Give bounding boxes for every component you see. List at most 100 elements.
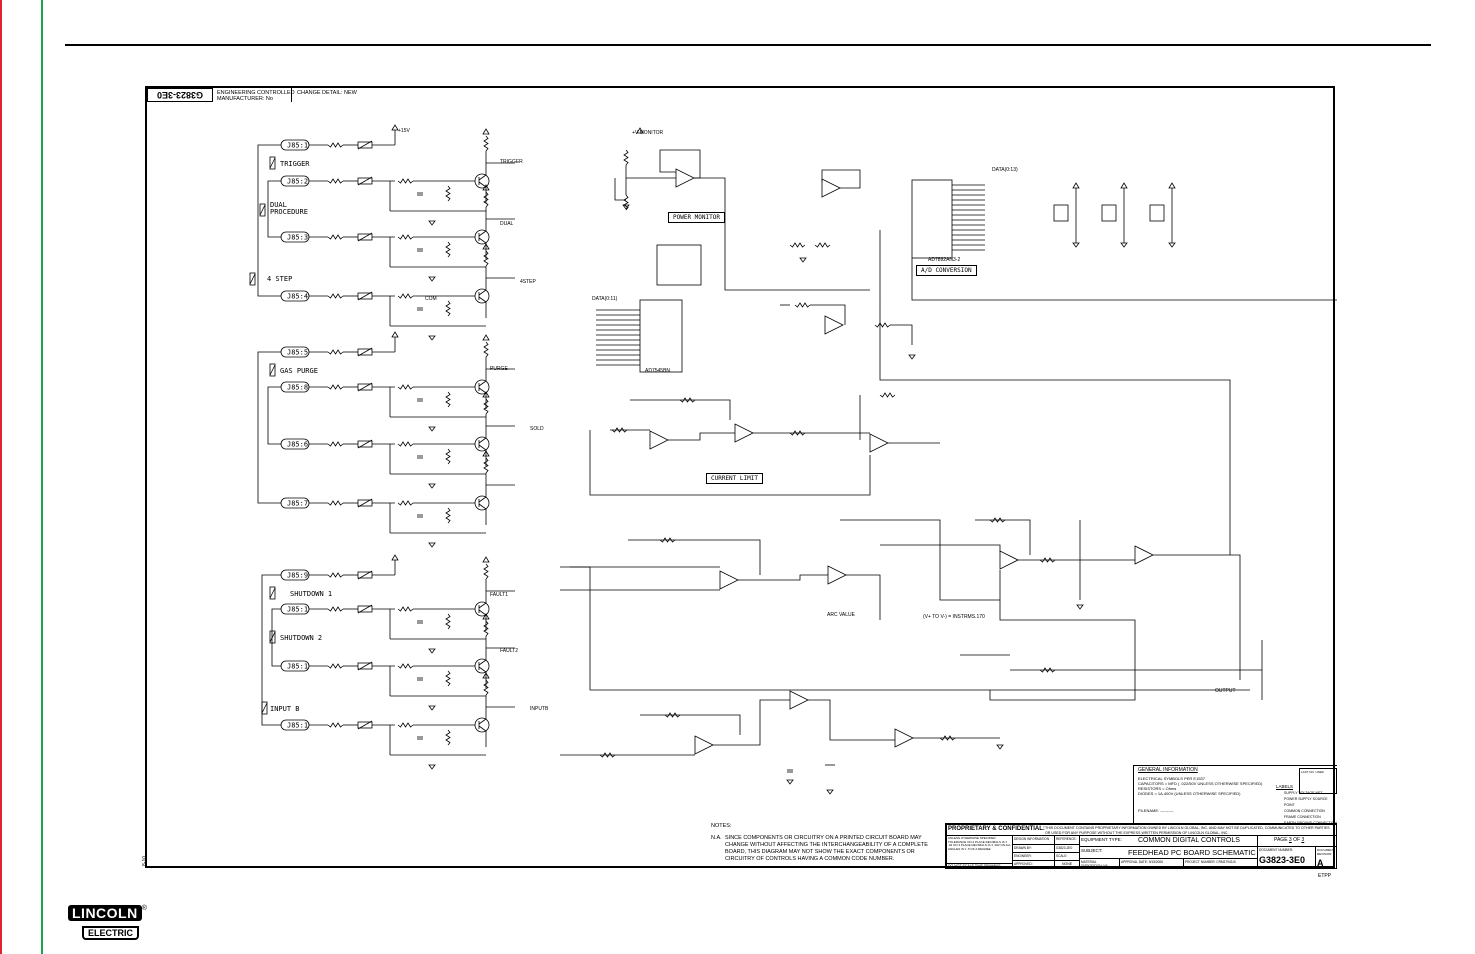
wire <box>614 178 626 201</box>
resistor-icon <box>397 178 414 184</box>
resistor-icon <box>483 191 489 208</box>
note-line: SINCE COMPONENTS OR CIRCUITRY ON A PRINT… <box>725 835 922 841</box>
supply-voltage-icon <box>391 331 399 338</box>
connector-label: J85:1 <box>287 606 308 614</box>
wire <box>840 519 1001 601</box>
resistor-icon <box>327 663 344 669</box>
common-ground-icon <box>799 257 807 263</box>
wire <box>975 519 1031 555</box>
switch-label: PROCEDURE <box>270 208 308 216</box>
data-bus-b-label: DATA(0:11) <box>592 296 618 302</box>
common-ground-icon <box>428 426 436 432</box>
wire <box>713 699 790 746</box>
resistor-icon <box>874 322 891 328</box>
wire <box>738 574 828 581</box>
engineer: ENGINEER: <box>1013 853 1055 861</box>
resistor-icon <box>659 537 676 543</box>
resistor-icon <box>445 300 451 317</box>
output-label: OUTPUT <box>1215 688 1236 694</box>
filename: FILENAME: ---------- <box>1138 808 1174 813</box>
wire <box>478 496 487 503</box>
wire <box>267 180 281 238</box>
resistor-icon <box>483 457 489 474</box>
wire <box>357 347 373 357</box>
resistor-icon <box>327 606 344 612</box>
resistor-icon <box>623 149 629 166</box>
wire <box>879 300 1231 555</box>
project-value: CRM37943-B <box>1216 860 1236 864</box>
wire <box>1153 554 1241 680</box>
general-info-title: GENERAL INFORMATION <box>1138 767 1198 773</box>
approved: APPROVED: <box>1013 861 1055 869</box>
wire <box>570 566 1250 691</box>
ad-converter-chip <box>911 179 953 259</box>
resistor-icon <box>483 398 489 415</box>
resistor-icon <box>327 234 344 240</box>
legend-common: COMMON CONNECTION <box>1284 809 1325 813</box>
registered-mark-icon: ® <box>141 905 147 912</box>
wire <box>357 720 373 730</box>
proprietary-label: PROPRIETARY & CONFIDENTIAL: <box>948 826 1045 832</box>
regulator-chip <box>1053 204 1069 222</box>
wire <box>269 157 276 169</box>
wire <box>478 174 487 181</box>
resistor-icon <box>814 242 831 248</box>
wire <box>821 169 861 189</box>
wire <box>269 631 276 643</box>
material-disposition: MATERIAL DISPOSITION: NA <box>1080 859 1120 869</box>
general-info-line: CAPACITORS = MFD ( .022/50V UNLESS OTHER… <box>1138 781 1263 786</box>
signal-label: TRIGGER <box>500 159 523 165</box>
document-number-cell: DOCUMENT NUMBER: G3823-3E0 <box>1258 847 1316 869</box>
op-amp-icon <box>869 433 889 453</box>
resistor-icon <box>397 606 414 612</box>
op-amp-icon <box>894 728 914 748</box>
supply-voltage-icon <box>636 127 644 134</box>
op-amp-icon <box>719 570 739 590</box>
notes-heading: NOTES: <box>711 823 732 829</box>
wire <box>261 702 268 714</box>
general-info-line: ELECTRICAL SYMBOLS PER E1537 <box>1138 776 1205 781</box>
wire <box>478 230 487 237</box>
page-reference: 8-10 <box>142 855 149 867</box>
wire <box>589 430 871 496</box>
design-information: DESIGN INFORMATION <box>1013 836 1055 845</box>
supply-voltage-icon <box>482 128 490 135</box>
last-no-used-box: LAST NO. USED <box>1299 768 1337 794</box>
wire <box>989 600 1136 701</box>
connector-label: J85:2 <box>287 178 308 186</box>
resistor-icon <box>483 563 489 580</box>
switch-icon <box>269 156 276 170</box>
transistor-icon <box>474 436 490 452</box>
legend-supply-voltage: SUPPLY VOLTAGE NET <box>1284 791 1323 795</box>
resistor-icon <box>611 427 628 433</box>
resistor-icon <box>1039 667 1056 673</box>
page-label: PAGE <box>1274 837 1288 843</box>
formula-label: (V+ TO V-) = INSTRMS.170 <box>923 614 985 620</box>
supply-voltage-icon <box>482 184 490 191</box>
ad-chip-label: AD7892AN3-2 <box>928 257 961 263</box>
drawing-sheet-border <box>145 86 1335 868</box>
common-ground-icon <box>622 204 630 210</box>
engineering-controlled-note: ENGINEERING CONTROLLED MANUFACTURER: No <box>217 90 295 102</box>
resistor-icon <box>483 250 489 267</box>
common-label: COM <box>425 296 437 302</box>
resistor-icon <box>445 670 451 687</box>
resistor-icon <box>445 391 451 408</box>
supply-voltage-icon <box>391 554 399 561</box>
common-ground-icon <box>428 705 436 711</box>
revision-cell: DOCUMENT REVISION: A <box>1316 847 1337 869</box>
signal-label: SOLD <box>530 426 544 432</box>
change-detail: CHANGE DETAIL: NEW <box>297 90 357 96</box>
signal-label: DUAL <box>500 221 514 227</box>
supply-voltage-icon <box>482 672 490 679</box>
legend-power-supply: POWER SUPPLY SOURCE POINT <box>1284 797 1328 807</box>
wire <box>357 604 373 614</box>
signal-label: FAULT2 <box>500 648 518 654</box>
notes-marker: N.A. <box>711 835 722 841</box>
wire <box>478 725 487 732</box>
resistor-icon <box>445 241 451 258</box>
approval-date-value: 9/15/2006 <box>1148 860 1163 864</box>
wire <box>478 387 487 394</box>
connector-label: J85:1 <box>287 663 308 671</box>
